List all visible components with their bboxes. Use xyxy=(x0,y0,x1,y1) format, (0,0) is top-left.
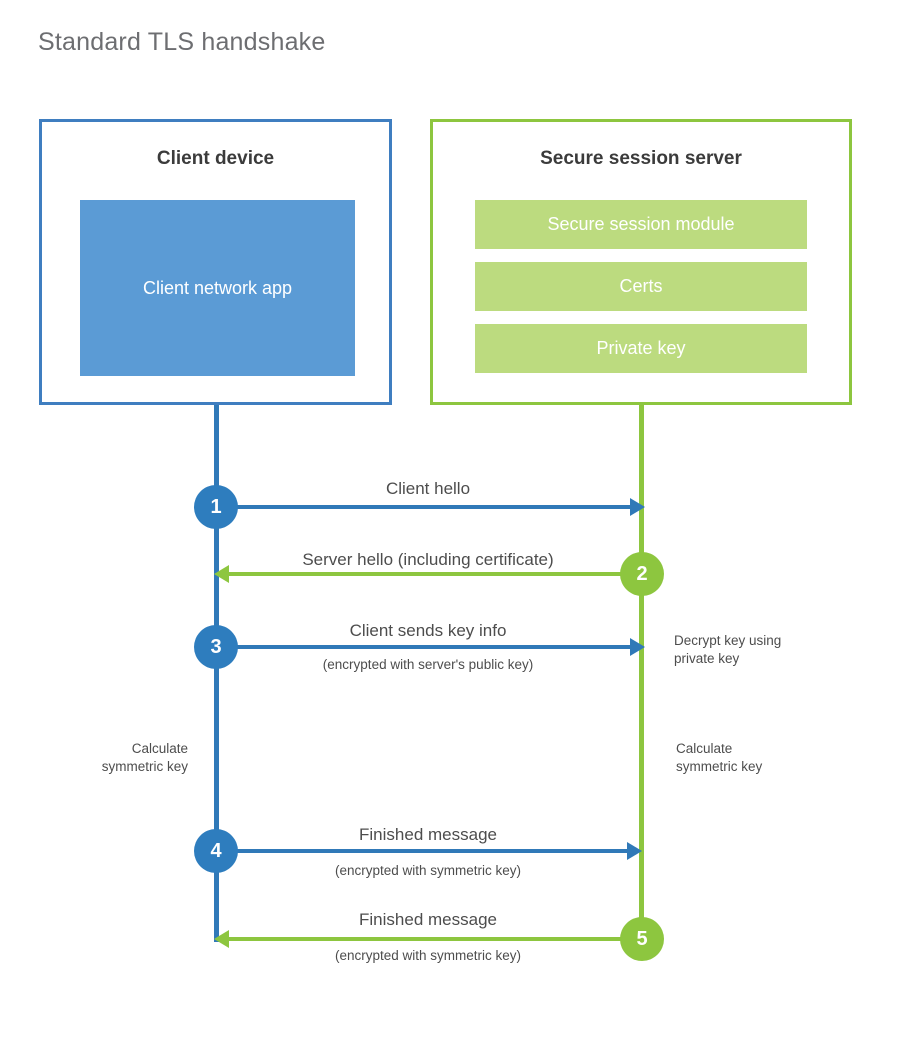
message-4-label: Finished message xyxy=(359,825,497,844)
message-5-arrow-line xyxy=(228,937,640,941)
client-device-box: Client device Client network app xyxy=(39,119,392,405)
secure-session-server-title: Secure session server xyxy=(540,148,742,169)
message-4-sublabel: (encrypted with symmetric key) xyxy=(334,863,522,878)
message-3-arrow-head xyxy=(630,638,645,656)
message-2-arrow-head xyxy=(214,565,229,583)
message-2-arrow-line xyxy=(228,572,640,576)
message-3-label: Client sends key info xyxy=(349,621,507,640)
message-1-label: Client hello xyxy=(385,479,471,498)
client-network-app-block: Client network app xyxy=(80,200,355,376)
annotation-server-calculate-symmetric-key: Calculate symmetric key xyxy=(676,741,763,775)
message-4-arrow-head xyxy=(627,842,642,860)
step-marker-2: 2 xyxy=(620,552,664,596)
step-marker-1: 1 xyxy=(194,485,238,529)
step-marker-4: 4 xyxy=(194,829,238,873)
client-lifeline xyxy=(214,405,219,942)
secure-session-server-box: Secure session server Secure session mod… xyxy=(430,119,852,405)
message-1-arrow-head xyxy=(630,498,645,516)
server-component-private-key: Private key xyxy=(475,324,807,373)
server-components-list: Secure session module Certs Private key xyxy=(475,200,807,373)
step-marker-3: 3 xyxy=(194,625,238,669)
message-3-arrow-line xyxy=(216,645,631,649)
page-title: Standard TLS handshake xyxy=(38,28,326,56)
message-5-sublabel: (encrypted with symmetric key) xyxy=(334,948,522,963)
message-4-arrow-line xyxy=(216,849,628,853)
server-component-certs: Certs xyxy=(475,262,807,311)
message-1-arrow-line xyxy=(216,505,631,509)
server-component-secure-session-module: Secure session module xyxy=(475,200,807,249)
server-lifeline xyxy=(639,405,644,942)
annotation-decrypt-key: Decrypt key using private key xyxy=(674,633,782,667)
step-marker-5: 5 xyxy=(620,917,664,961)
message-5-label: Finished message xyxy=(359,910,497,929)
message-2-label: Server hello (including certificate) xyxy=(302,550,554,569)
message-3-sublabel: (encrypted with server's public key) xyxy=(322,657,534,672)
client-device-title: Client device xyxy=(156,148,275,169)
message-5-arrow-head xyxy=(214,930,229,948)
annotation-client-calculate-symmetric-key: Calculate symmetric key xyxy=(101,741,188,775)
